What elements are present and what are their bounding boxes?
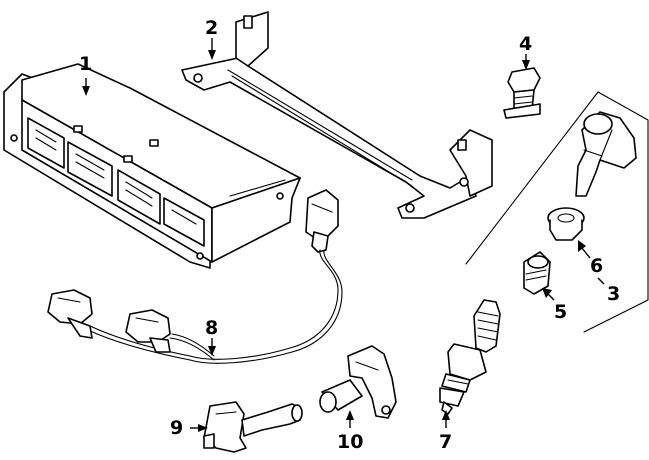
callout-1: 1 xyxy=(79,53,92,75)
callout-4: 4 xyxy=(519,33,532,55)
leader-lines xyxy=(82,38,605,432)
spark-plug xyxy=(439,299,501,415)
ecm-module xyxy=(3,63,301,269)
crankshaft-position-sensor xyxy=(319,345,397,419)
mounting-bracket xyxy=(181,11,493,219)
callout-10: 10 xyxy=(337,431,363,453)
coil-spring-connector xyxy=(523,251,551,295)
coil-boot-seal xyxy=(547,207,585,241)
callout-3: 3 xyxy=(607,283,620,305)
ignition-coil xyxy=(575,111,637,197)
callout-7: 7 xyxy=(439,431,452,453)
bolt xyxy=(503,67,541,119)
ignition-coil-kit-frame xyxy=(465,91,649,333)
callout-6: 6 xyxy=(590,255,603,277)
callout-2: 2 xyxy=(205,17,218,39)
callout-5: 5 xyxy=(554,301,567,323)
callout-9: 9 xyxy=(170,417,183,439)
knock-sensor-harness xyxy=(47,189,343,364)
callout-8: 8 xyxy=(205,317,218,339)
camshaft-position-sensor xyxy=(203,401,303,453)
